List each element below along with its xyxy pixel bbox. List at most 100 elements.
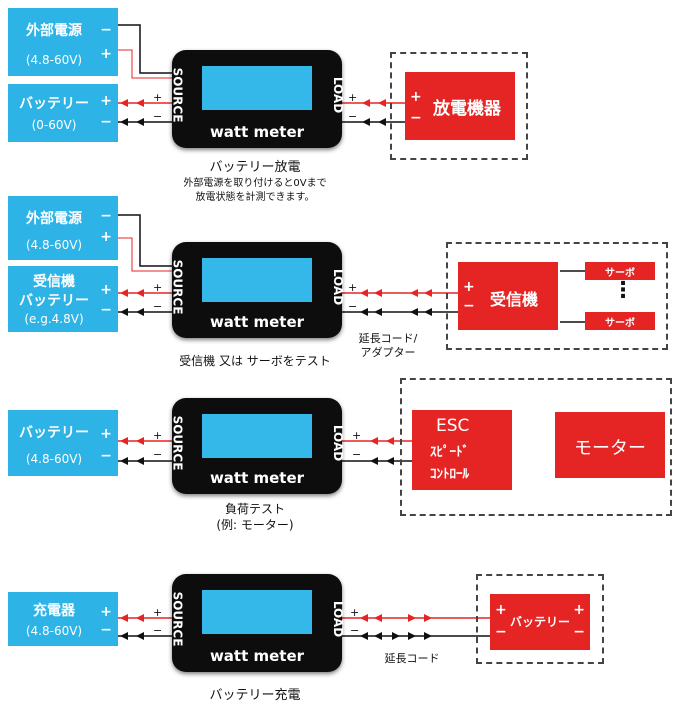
plus-terminal: + [463,279,475,295]
watt-meter-label: watt meter [209,313,305,331]
plus-label: + [350,606,360,619]
watt-meter: SOURCE LOAD watt meter [170,398,346,494]
plus-label: + [153,281,163,294]
receiver-box: + − 受信機 [458,262,558,330]
meter-screen [202,66,312,110]
plus-label: + [153,606,163,619]
battery-label: バッテリー [19,293,89,309]
plus-label: + [348,91,358,104]
minus-terminal: − [100,22,112,38]
plus-terminal: + [100,426,112,442]
voltage-range-label: (4.8-60V) [25,53,83,67]
minus-terminal: − [463,298,475,314]
caption-title: 受信機 又は サーボをテスト [179,354,331,368]
minus-terminal: − [100,302,112,318]
minus-terminal: − [100,114,112,130]
source-label: SOURCE [170,415,185,471]
watt-meter-label: watt meter [209,469,305,487]
caption-text: アダプター [360,346,416,359]
minus-label: − [352,448,362,461]
minus-label: − [153,624,163,637]
source-label: SOURCE [170,67,185,123]
meter-screen [202,414,312,458]
esc-speed-label: ｽﾋﾟｰﾄﾞ [430,445,469,460]
servo-box: サーボ [585,262,655,280]
plus-terminal: + [100,46,112,62]
meter-screen [202,590,312,634]
caption-title: バッテリー放電 [209,160,301,175]
discharge-device-box: + − 放電機器 [405,72,515,140]
minus-terminal: − [100,448,112,464]
plus-label: + [153,91,163,104]
voltage-range-label: (0-60V) [31,118,77,132]
minus-label: − [153,300,163,313]
vertical-dots: ⋮ [612,278,634,303]
watt-meter-label: watt meter [209,123,305,141]
plus-terminal: + [495,602,507,618]
caption-text: 延長コード/ [358,332,418,345]
plus-label: + [153,429,163,442]
external-power-box: 外部電源 (4.8-60V) − + [8,8,118,76]
plus-terminal: + [100,229,112,245]
source-label: SOURCE [170,259,185,315]
external-power-box: 外部電源 (4.8-60V) − + [8,196,118,260]
diagram3-wires [118,437,412,465]
receiver-label: 受信機 [489,290,538,309]
plus-terminal: + [100,282,112,298]
load-dashed-frame [446,242,668,350]
watt-meter: SOURCE LOAD watt meter [170,242,346,338]
motor-label: モーター [574,438,646,459]
minus-label: − [350,624,360,637]
esc-control-label: ｺﾝﾄﾛｰﾙ [430,467,469,482]
voltage-example-label: (e.g.4.8V) [24,312,84,326]
load-label: LOAD [331,600,346,638]
load-label: LOAD [331,268,346,306]
caption-text: 放電状態を計測できます。 [195,192,315,203]
plus-terminal: + [573,602,585,618]
charger-label: 充電器 [33,603,75,619]
plus-label: + [348,281,358,294]
receiver-battery-box: 受信機 バッテリー (e.g.4.8V) + − [8,266,118,332]
diagram4-wires [118,614,490,640]
battery-box: バッテリー (0-60V) + − [8,84,118,142]
servo-label: サーボ [605,268,635,279]
battery-label: バッテリー [509,615,570,629]
plus-terminal: + [410,89,422,105]
caption-text: (例: モーター) [216,518,294,532]
voltage-range-label: (4.8-60V) [25,452,83,466]
plus-label: + [352,429,362,442]
caption-title: バッテリー充電 [209,688,301,703]
discharge-device-label: 放電機器 [433,99,501,119]
load-dashed-frame [400,378,672,516]
servo-box: サーボ [585,312,655,330]
servo-label: サーボ [605,318,635,329]
watt-meter: SOURCE LOAD watt meter [170,574,346,672]
source-label: SOURCE [170,591,185,647]
battery-box-red: + − + − バッテリー [490,594,590,650]
caption-text: 外部電源を取り付けると0Vまで [183,178,327,189]
motor-box: モーター [555,412,665,478]
caption-text: 延長コード [384,652,440,665]
watt-meter-label: watt meter [209,647,305,665]
plus-terminal: + [100,93,112,109]
external-power-label: 外部電源 [26,23,82,39]
load-dashed-frame [390,52,528,160]
diagram1-wires [118,24,405,126]
minus-terminal: − [495,624,507,640]
charger-box: 充電器 (4.8-60V) + − [8,592,118,646]
minus-terminal: − [100,622,112,638]
minus-label: − [348,110,358,123]
minus-terminal: − [573,624,585,640]
external-power-label: 外部電源 [26,211,82,227]
battery-label: バッテリー [19,96,89,112]
minus-terminal: − [100,208,112,224]
battery-label: バッテリー [19,425,89,441]
minus-label: − [153,110,163,123]
voltage-range-label: (4.8-60V) [25,624,83,638]
minus-label: − [153,448,163,461]
load-label: LOAD [331,76,346,114]
watt-meter: SOURCE LOAD watt meter [170,50,346,148]
meter-screen [202,258,312,302]
load-label: LOAD [331,424,346,462]
